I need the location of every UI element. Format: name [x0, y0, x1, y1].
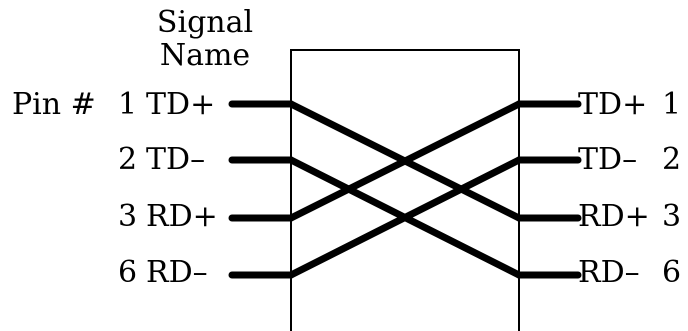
right-pin-1: 1 [662, 87, 682, 122]
pin-prefix-label: Pin # [12, 87, 96, 122]
left-signal-td-minus: TD– [146, 142, 206, 177]
right-pin-3: 3 [662, 199, 682, 234]
left-signal-rd-minus: RD– [146, 255, 208, 290]
header-line-2: Name [159, 38, 251, 73]
left-pin-2: 2 [118, 142, 138, 177]
connector-box [290, 49, 520, 331]
signal-name-header: Signal Name [150, 6, 260, 72]
right-signal-rd-plus: RD+ [578, 199, 650, 234]
left-pin-6: 6 [118, 255, 138, 290]
header-line-1: Signal [156, 5, 254, 40]
right-pin-6: 6 [662, 255, 682, 290]
wire-rd-plus-to-td-plus [287, 100, 523, 222]
left-signal-td-plus: TD+ [146, 87, 216, 122]
wire-rd-minus-to-td-minus [287, 156, 523, 279]
left-pin-1: 1 [118, 87, 138, 122]
right-pin-2: 2 [662, 142, 682, 177]
left-pin-3: 3 [118, 199, 138, 234]
right-signal-td-plus: TD+ [578, 87, 648, 122]
left-signal-rd-plus: RD+ [146, 199, 218, 234]
right-signal-td-minus: TD– [578, 142, 638, 177]
right-signal-rd-minus: RD– [578, 255, 640, 290]
